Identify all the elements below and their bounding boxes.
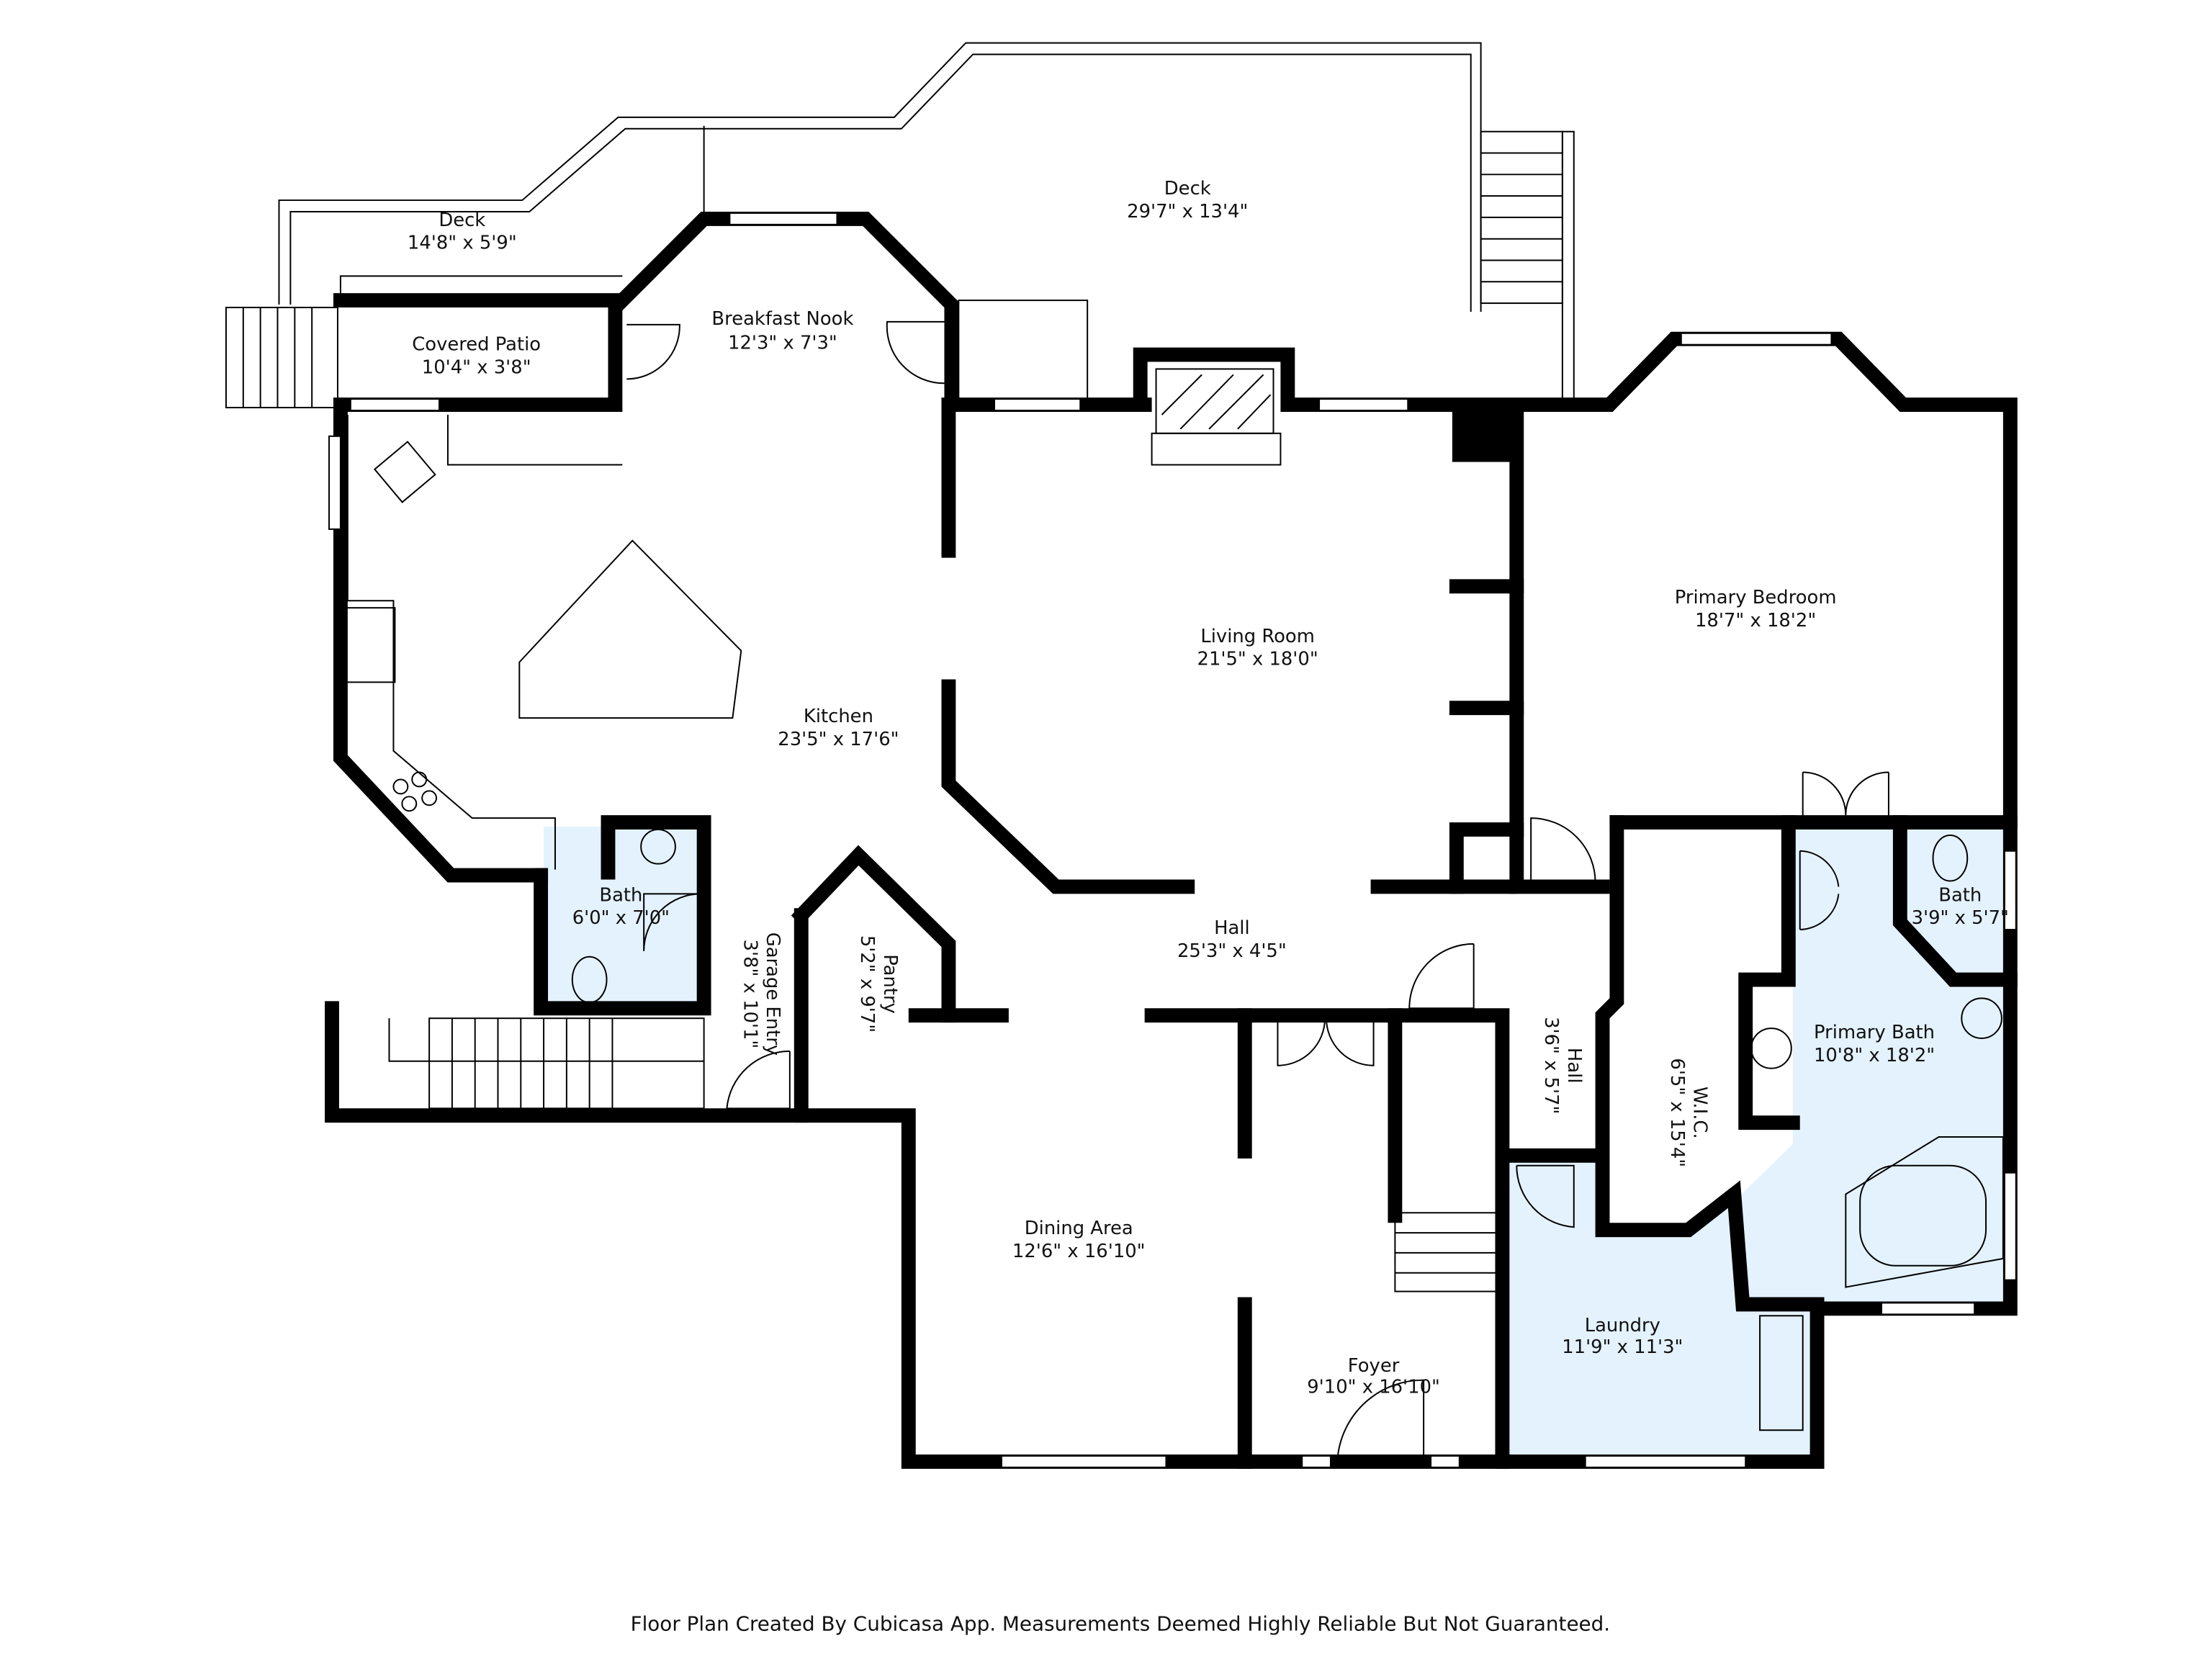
svg-text:Deck: Deck bbox=[439, 210, 485, 231]
svg-text:14'8" x 5'9": 14'8" x 5'9" bbox=[408, 233, 517, 254]
kitchen-island bbox=[518, 539, 742, 719]
svg-text:Pantry: Pantry bbox=[879, 954, 901, 1014]
svg-text:11'9" x 11'3": 11'9" x 11'3" bbox=[1562, 1336, 1683, 1358]
fireplace bbox=[1151, 368, 1282, 466]
svg-text:21'5" x 18'0": 21'5" x 18'0" bbox=[1197, 649, 1318, 670]
svg-text:Garage Entry: Garage Entry bbox=[762, 932, 783, 1056]
bathtub-icon bbox=[1845, 1136, 2004, 1288]
svg-text:Deck: Deck bbox=[1164, 178, 1211, 199]
svg-text:W.I.C.: W.I.C. bbox=[1689, 1087, 1711, 1139]
svg-text:10'4" x 3'8": 10'4" x 3'8" bbox=[422, 356, 531, 378]
windows bbox=[328, 212, 2017, 1468]
stairs bbox=[388, 1017, 1499, 1292]
svg-text:12'6" x 16'10": 12'6" x 16'10" bbox=[1012, 1241, 1146, 1262]
svg-text:18'7" x 18'2": 18'7" x 18'2" bbox=[1695, 610, 1816, 631]
kitchen-counter bbox=[346, 415, 556, 870]
svg-text:12'3" x 7'3": 12'3" x 7'3" bbox=[728, 333, 837, 354]
svg-text:Foyer: Foyer bbox=[1348, 1355, 1400, 1377]
room-label-wic: W.I.C.6'5" x 15'4" bbox=[1666, 1058, 1711, 1167]
svg-text:Bath: Bath bbox=[1938, 884, 1982, 906]
svg-text:25'3" x 4'5": 25'3" x 4'5" bbox=[1177, 940, 1287, 962]
svg-text:3'6" x 5'7": 3'6" x 5'7" bbox=[1540, 1017, 1562, 1114]
svg-text:9'10" x 16'10": 9'10" x 16'10" bbox=[1307, 1377, 1440, 1398]
svg-text:6'5" x 15'4": 6'5" x 15'4" bbox=[1666, 1058, 1688, 1167]
bath-fill bbox=[544, 827, 701, 1006]
svg-text:10'8" x 18'2": 10'8" x 18'2" bbox=[1814, 1045, 1935, 1066]
footer-disclaimer: Floor Plan Created By Cubicasa App. Meas… bbox=[631, 1611, 1611, 1635]
svg-text:Covered Patio: Covered Patio bbox=[412, 334, 541, 356]
svg-text:Kitchen: Kitchen bbox=[804, 706, 873, 727]
room-label-breakfast-nook: Breakfast Nook 12'3" x 7'3" bbox=[711, 308, 853, 354]
bath-fixtures bbox=[571, 829, 2004, 1431]
svg-text:3'8" x 10'1": 3'8" x 10'1" bbox=[739, 940, 760, 1049]
svg-text:Bath: Bath bbox=[599, 884, 642, 906]
walls bbox=[325, 211, 2018, 1469]
svg-text:Primary Bedroom: Primary Bedroom bbox=[1675, 587, 1837, 608]
svg-text:Laundry: Laundry bbox=[1585, 1315, 1660, 1336]
svg-text:3'9" x 5'7": 3'9" x 5'7" bbox=[1912, 907, 2009, 929]
deck-stairs bbox=[225, 130, 1563, 409]
stove-icon bbox=[392, 771, 438, 812]
svg-text:5'2" x 9'7": 5'2" x 9'7" bbox=[856, 935, 878, 1033]
svg-text:Dining Area: Dining Area bbox=[1025, 1218, 1133, 1239]
svg-text:Hall: Hall bbox=[1214, 917, 1250, 939]
svg-text:23'5" x 17'6": 23'5" x 17'6" bbox=[778, 729, 899, 750]
kitchen-sink-icon bbox=[373, 441, 436, 503]
svg-text:Hall: Hall bbox=[1563, 1048, 1585, 1084]
svg-text:6'0" x 7'0": 6'0" x 7'0" bbox=[572, 907, 670, 929]
svg-text:Breakfast Nook: Breakfast Nook bbox=[711, 308, 853, 330]
svg-text:Living Room: Living Room bbox=[1200, 626, 1315, 647]
primary-bath-fill bbox=[1734, 827, 2008, 1305]
doors bbox=[626, 320, 1889, 1457]
svg-text:29'7" x 13'4": 29'7" x 13'4" bbox=[1127, 201, 1248, 222]
svg-text:Primary Bath: Primary Bath bbox=[1814, 1022, 1935, 1043]
